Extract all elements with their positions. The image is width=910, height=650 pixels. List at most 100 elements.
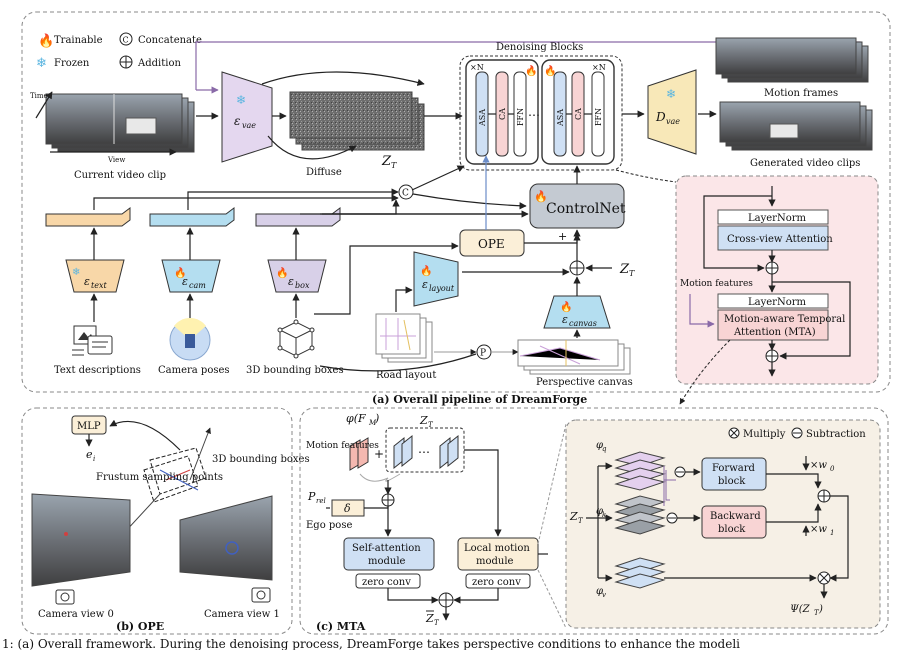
svg-text:Self-attention: Self-attention bbox=[352, 543, 421, 554]
diffuse-label: Diffuse bbox=[306, 167, 342, 178]
motion-frames: Motion frames bbox=[715, 37, 869, 99]
svg-text:ASA: ASA bbox=[556, 109, 565, 127]
perspective-canvas-label: Perspective canvas bbox=[536, 377, 633, 388]
camera-poses-icon bbox=[169, 318, 211, 361]
svg-text:Ψ(Z: Ψ(Z bbox=[790, 604, 811, 615]
svg-text:block: block bbox=[718, 524, 746, 535]
svg-text:φ: φ bbox=[596, 586, 603, 597]
flame-icon: 🔥 bbox=[38, 33, 54, 49]
vae-encoder: ❄ ε vae bbox=[221, 71, 273, 163]
svg-text:k: k bbox=[602, 511, 606, 519]
svg-text:ASA: ASA bbox=[478, 109, 487, 127]
snowflake-icon: ❄ bbox=[72, 267, 80, 278]
flame-icon: 🔥 bbox=[420, 264, 432, 277]
flame-icon: 🔥 bbox=[534, 190, 548, 203]
svg-text:): ) bbox=[818, 604, 823, 615]
mta-caption: (c) MTA bbox=[316, 620, 366, 633]
svg-text:Z: Z bbox=[569, 510, 578, 523]
flame-icon: 🔥 bbox=[544, 64, 556, 77]
text-descriptions-icon bbox=[72, 325, 113, 356]
svg-text:C: C bbox=[402, 189, 409, 199]
text-descriptions-label: Text descriptions bbox=[54, 365, 141, 376]
svg-text:Motion-aware Temporal: Motion-aware Temporal bbox=[724, 314, 845, 325]
svg-text:P: P bbox=[480, 349, 486, 359]
svg-text:LayerNorm: LayerNorm bbox=[748, 213, 807, 224]
camera-view-0-image bbox=[31, 493, 131, 587]
road-layout-label: Road layout bbox=[376, 370, 436, 381]
legend-trainable: Trainable bbox=[54, 35, 103, 46]
svg-text:v: v bbox=[602, 591, 606, 599]
text-encoder: ❄ ε text bbox=[65, 259, 125, 293]
svg-text:D: D bbox=[655, 110, 666, 124]
denoising-blocks: Denoising Blocks ×N ×N 🔥 🔥 ASA CA FFN AS… bbox=[459, 42, 623, 171]
concat-icon bbox=[119, 32, 133, 46]
flame-icon: 🔥 bbox=[276, 266, 288, 279]
snowflake-icon: ❄ bbox=[236, 93, 246, 107]
svg-text:T: T bbox=[578, 517, 584, 525]
svg-text:T: T bbox=[434, 619, 440, 627]
generated-clips-label: Generated video clips bbox=[750, 158, 860, 169]
concat-node bbox=[398, 184, 414, 200]
svg-text:e: e bbox=[86, 448, 93, 461]
bboxes-label: 3D bounding boxes bbox=[246, 365, 344, 376]
svg-text:ε: ε bbox=[234, 114, 240, 128]
perspective-canvas bbox=[517, 339, 631, 375]
svg-text:FFN: FFN bbox=[594, 108, 603, 126]
svg-text:ε: ε bbox=[288, 275, 294, 288]
svg-text:canvas: canvas bbox=[569, 319, 597, 328]
ope-panel bbox=[21, 407, 293, 635]
svg-text:zero conv: zero conv bbox=[472, 577, 521, 588]
svg-text:zero conv: zero conv bbox=[362, 577, 411, 588]
svg-text:Z: Z bbox=[425, 612, 434, 625]
legend-frozen: Frozen bbox=[54, 58, 90, 69]
svg-text:i: i bbox=[93, 455, 95, 463]
svg-text:T: T bbox=[814, 609, 820, 617]
ope-caption: (b) OPE bbox=[116, 620, 164, 633]
svg-text:Subtraction: Subtraction bbox=[806, 429, 866, 440]
canvas-encoder: 🔥 ε canvas bbox=[543, 295, 611, 329]
svg-text:vae: vae bbox=[666, 117, 680, 126]
legend: 🔥 Trainable C Concatenate ❄ Frozen Addit… bbox=[36, 32, 202, 71]
flame-icon: 🔥 bbox=[560, 300, 572, 313]
controlnet-label: ControlNet bbox=[546, 201, 626, 217]
camera-view-1-image bbox=[179, 495, 273, 581]
current-video-clip: Time View Current video clip bbox=[30, 91, 195, 181]
svg-text:Z: Z bbox=[419, 414, 428, 427]
bounding-box-icon bbox=[277, 319, 315, 359]
legend-addition: Addition bbox=[137, 58, 181, 69]
svg-text:ε: ε bbox=[182, 275, 188, 288]
svg-text:Attention (MTA): Attention (MTA) bbox=[733, 327, 816, 338]
layernorm-box bbox=[717, 209, 829, 225]
cam-embedding bbox=[149, 207, 235, 227]
ego-pose-label: Ego pose bbox=[306, 520, 352, 531]
svg-text:module: module bbox=[476, 556, 514, 567]
svg-text:ε: ε bbox=[84, 275, 90, 288]
svg-text:φ: φ bbox=[596, 440, 603, 451]
pipeline-panel bbox=[21, 11, 891, 393]
svg-text:T: T bbox=[629, 269, 635, 278]
self-attention-module bbox=[343, 537, 435, 571]
svg-text:×w: ×w bbox=[810, 524, 827, 535]
svg-text:Local motion: Local motion bbox=[464, 543, 530, 554]
snowflake-icon: ❄ bbox=[36, 56, 47, 71]
flame-icon: 🔥 bbox=[174, 266, 186, 279]
svg-text:): ) bbox=[374, 412, 379, 425]
svg-text:text: text bbox=[91, 281, 107, 290]
svg-text:φ(F: φ(F bbox=[346, 412, 366, 425]
concat-icon-glyph: C bbox=[123, 36, 129, 45]
svg-text:cam: cam bbox=[189, 281, 206, 290]
svg-text:0: 0 bbox=[830, 465, 835, 473]
svg-text:+: + bbox=[558, 230, 567, 243]
layernorm-box bbox=[717, 293, 829, 309]
current-clip-label: Current video clip bbox=[74, 170, 166, 181]
camera-encoder: 🔥 ε cam bbox=[161, 259, 221, 293]
layout-encoder: 🔥 ε layout bbox=[413, 251, 459, 307]
mta-panel bbox=[299, 407, 889, 635]
svg-text:rel: rel bbox=[316, 497, 326, 505]
ope-label: OPE bbox=[478, 237, 505, 251]
svg-text:Backward: Backward bbox=[710, 511, 761, 522]
motion-frames-label: Motion frames bbox=[764, 88, 838, 99]
generated-video-clips: Generated video clips bbox=[719, 101, 873, 169]
svg-text:Multiply: Multiply bbox=[743, 429, 786, 440]
svg-text:LayerNorm: LayerNorm bbox=[748, 297, 807, 308]
